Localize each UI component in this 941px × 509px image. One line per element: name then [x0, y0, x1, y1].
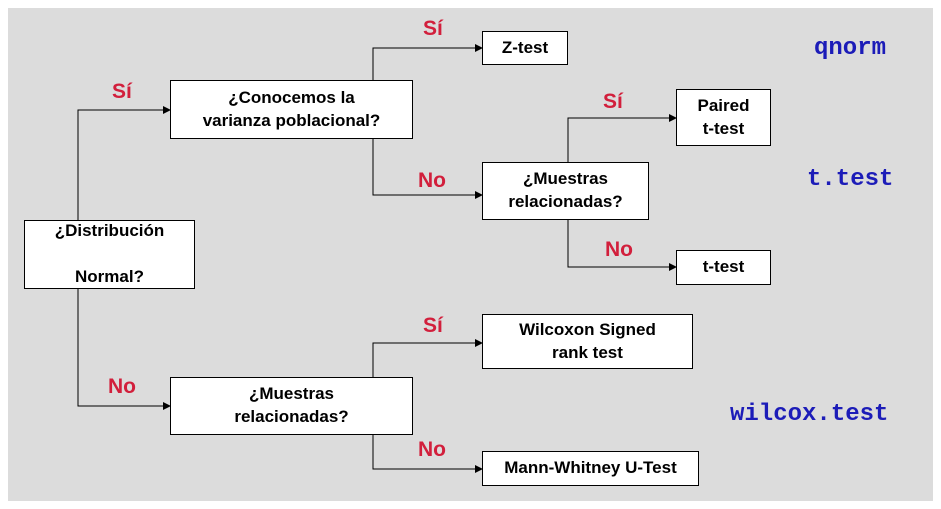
edge-label-si: Sí: [423, 17, 443, 40]
edge-muestras-top-si: [567, 114, 677, 162]
node-paired-t-test: Paired t-test: [676, 89, 771, 146]
edge-label-no: No: [605, 238, 633, 261]
function-label-t-test: t.test: [807, 166, 894, 193]
edge-label-no: No: [108, 375, 136, 398]
edge-label-no: No: [418, 169, 446, 192]
edge-conocemos-si: [372, 44, 483, 80]
node-mann-whitney: Mann-Whitney U-Test: [482, 451, 699, 486]
node-muestras-relacionadas-top: ¿Muestras relacionadas?: [482, 162, 649, 220]
edge-distribucion-si: [77, 106, 171, 220]
edge-conocemos-no: [372, 139, 483, 199]
node-muestras-relacionadas-bottom: ¿Muestras relacionadas?: [170, 377, 413, 435]
edge-label-si: Sí: [603, 90, 623, 113]
node-conocemos-varianza: ¿Conocemos la varianza poblacional?: [170, 80, 413, 139]
edge-label-no: No: [418, 438, 446, 461]
edge-distribucion-no: [77, 289, 171, 410]
node-t-test: t-test: [676, 250, 771, 285]
node-z-test: Z-test: [482, 31, 568, 65]
edge-muestras-bottom-no: [372, 435, 483, 473]
edge-label-si: Sí: [423, 314, 443, 337]
edge-muestras-top-no: [567, 220, 677, 271]
node-distribucion-normal: ¿Distribución Normal?: [24, 220, 195, 289]
function-label-qnorm: qnorm: [814, 35, 887, 62]
node-wilcoxon-signed-rank: Wilcoxon Signed rank test: [482, 314, 693, 369]
edge-label-si: Sí: [112, 80, 132, 103]
function-label-wilcox-test: wilcox.test: [730, 401, 889, 428]
edge-muestras-bottom-si: [372, 339, 483, 377]
